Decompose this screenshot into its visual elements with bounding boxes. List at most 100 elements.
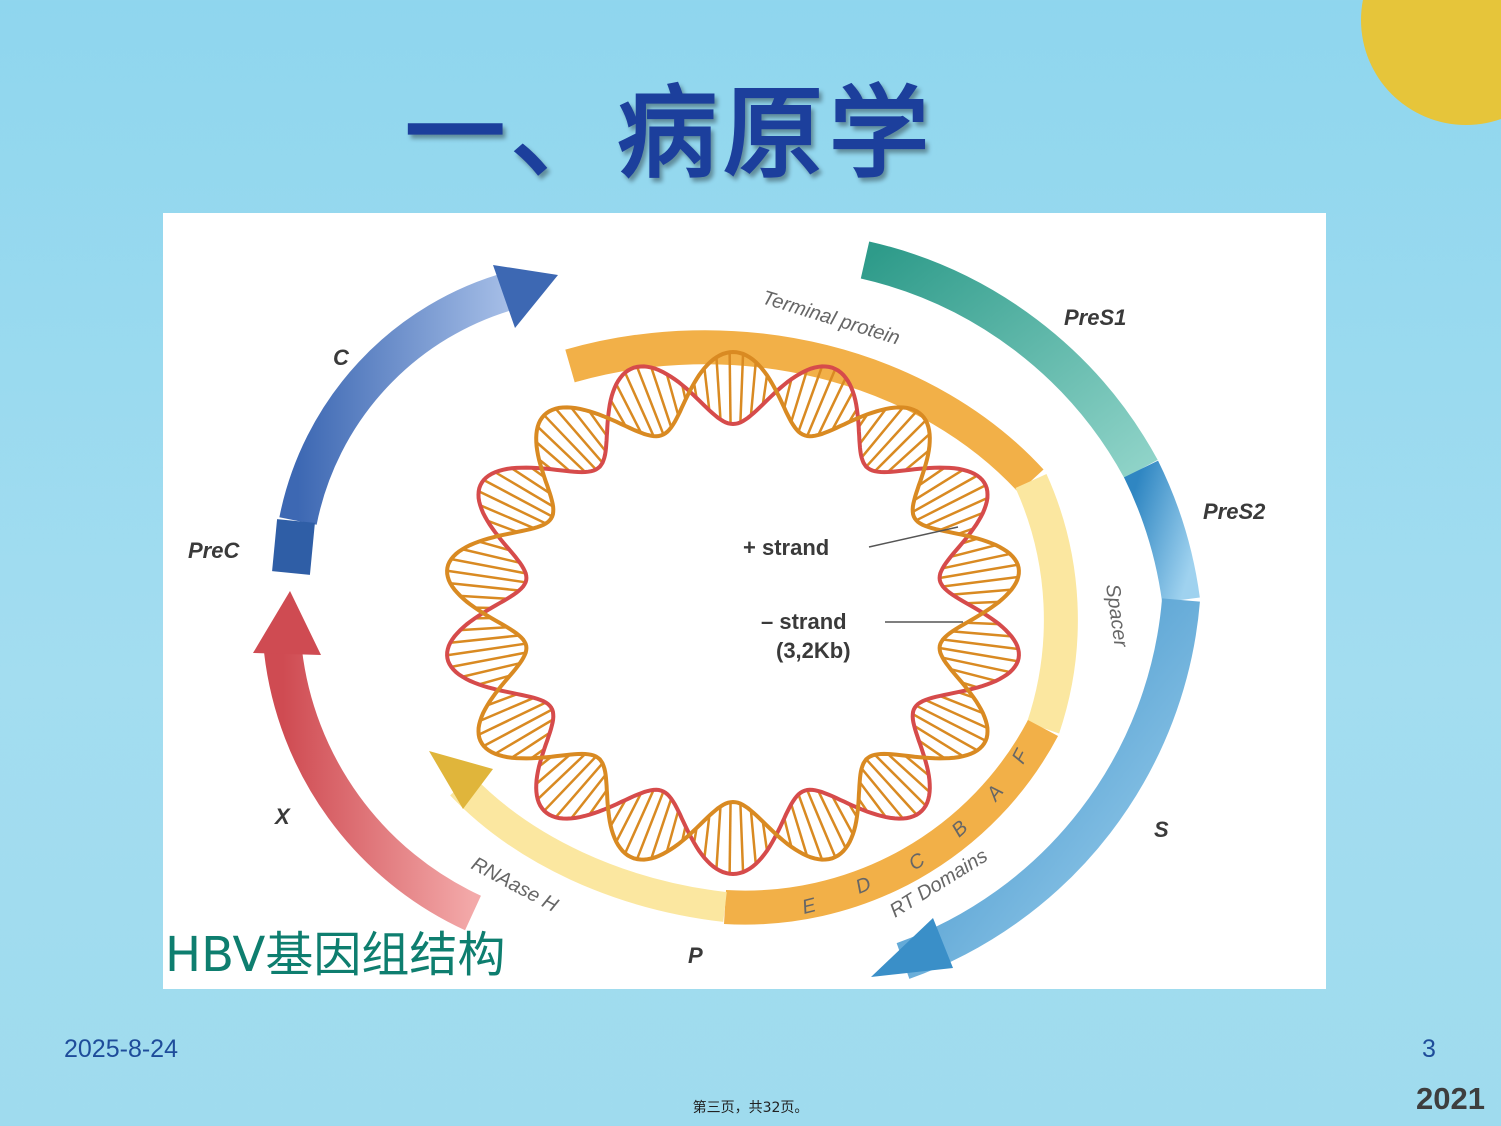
base-pair-rung <box>483 478 553 518</box>
base-pair-rung <box>554 762 604 819</box>
base-pair-rung <box>860 406 904 459</box>
base-pair-rung <box>483 708 553 748</box>
decorative-corner-circle <box>1361 0 1501 125</box>
base-pair-rung <box>623 372 655 437</box>
pres2-gene-label: PreS2 <box>1203 499 1266 524</box>
base-pair-rung <box>478 540 511 552</box>
base-pair-rung <box>609 399 627 427</box>
base-pair-rung <box>915 704 987 742</box>
base-pair-rung <box>511 731 551 759</box>
base-pair-rung <box>817 790 847 849</box>
x-gene-arrowhead <box>253 591 321 655</box>
s-gene-label: S <box>1154 817 1169 842</box>
base-pair-rung <box>817 377 847 436</box>
base-pair-rung <box>858 408 887 445</box>
minus-strand-size-label: (3,2Kb) <box>776 638 851 663</box>
base-pair-rung <box>904 449 930 472</box>
base-pair-rung <box>831 795 854 835</box>
c-gene-arrowhead <box>493 265 558 328</box>
p-gene-label: P <box>688 943 703 968</box>
s-gene-band <box>896 598 1200 979</box>
rnaase-h-band <box>450 774 727 922</box>
base-pair-rung <box>609 799 627 827</box>
figure-caption: HBV基因组结构 <box>165 927 506 983</box>
slide-page-number: 3 <box>1422 1035 1436 1063</box>
base-pair-rung <box>615 383 643 434</box>
base-pair-rung <box>783 378 793 409</box>
base-pair-rung <box>865 758 918 816</box>
base-pair-rung <box>479 504 535 530</box>
base-pair-rung <box>924 496 988 528</box>
c-gene-label: C <box>333 345 350 370</box>
minus-strand-label: – strand <box>761 609 847 634</box>
base-pair-rung <box>715 357 722 420</box>
base-pair-rung <box>588 789 608 816</box>
base-pair-rung <box>650 367 673 428</box>
base-pair-rung <box>450 582 520 592</box>
base-pair-rung <box>715 806 722 869</box>
base-pair-rung <box>873 753 927 807</box>
pres1-gene-label: PreS1 <box>1064 305 1126 330</box>
base-pair-rung <box>865 410 918 468</box>
base-pair-rung <box>966 621 1000 626</box>
hbv-genome-diagram: C PreC X P PreS1 PreS2 S + strand – stra… <box>188 241 1266 979</box>
base-pair-rung <box>460 625 508 632</box>
base-pair-rung <box>635 791 665 860</box>
base-pair-rung <box>460 594 508 601</box>
base-pair-rung <box>479 696 535 722</box>
rnaase-h-arrowhead <box>429 751 493 809</box>
base-pair-rung <box>615 792 643 843</box>
s-gene-arrowhead <box>871 918 953 977</box>
base-pair-rung <box>665 373 680 416</box>
base-pair-rung <box>913 724 964 758</box>
base-pair-rung <box>703 368 711 411</box>
base-pair-rung <box>783 817 793 848</box>
base-pair-rung <box>873 419 927 473</box>
base-pair-rung <box>749 810 758 865</box>
base-pair-rung <box>446 569 526 584</box>
base-pair-rung <box>739 803 745 873</box>
base-pair-rung <box>739 353 745 423</box>
base-pair-rung <box>535 441 571 473</box>
base-pair-rung <box>749 361 758 416</box>
base-pair-rung <box>543 755 597 812</box>
prec-band <box>272 519 315 575</box>
slide-page-note: 第三页，共32页。 <box>692 1100 809 1116</box>
base-pair-rung <box>635 366 665 435</box>
year-mark: 2021 <box>1416 1081 1485 1116</box>
minus-strand-backbone <box>445 349 1021 862</box>
base-pair-rung <box>942 575 1019 588</box>
plus-strand-label: + strand <box>743 535 829 560</box>
c-gene-band <box>279 271 519 525</box>
base-pair-rung <box>478 674 511 686</box>
base-pair-rung <box>703 815 711 858</box>
base-pair-rung <box>858 781 887 818</box>
base-pair-rung <box>728 802 732 874</box>
base-pair-rung <box>623 789 655 854</box>
x-gene-label: X <box>273 804 291 829</box>
base-pair-rung <box>950 667 997 683</box>
base-pair-rung <box>952 588 1012 596</box>
base-pair-rung <box>486 519 518 534</box>
terminal-protein-band <box>565 330 1044 493</box>
base-pair-rung <box>494 471 554 508</box>
base-pair-rung <box>728 352 732 424</box>
base-pair-rung <box>831 391 854 431</box>
base-pair-rung <box>806 789 837 858</box>
base-pair-rung <box>650 798 673 859</box>
base-pair-rung <box>511 467 551 495</box>
pres2-band <box>1123 460 1200 603</box>
base-pair-rung <box>942 638 1019 651</box>
spacer-band <box>1015 474 1078 734</box>
base-pair-rung <box>912 712 978 752</box>
base-pair-rung <box>966 600 1000 605</box>
base-pair-rung <box>535 753 571 785</box>
base-pair-rung <box>450 634 520 644</box>
base-pair-rung <box>446 642 526 657</box>
prec-gene-label: PreC <box>188 538 240 563</box>
base-pair-rung <box>806 368 837 437</box>
rt-domains-band <box>723 720 1059 925</box>
base-pair-rung <box>924 698 988 730</box>
base-pair-rung <box>904 754 930 777</box>
base-pair-rung <box>570 406 607 453</box>
